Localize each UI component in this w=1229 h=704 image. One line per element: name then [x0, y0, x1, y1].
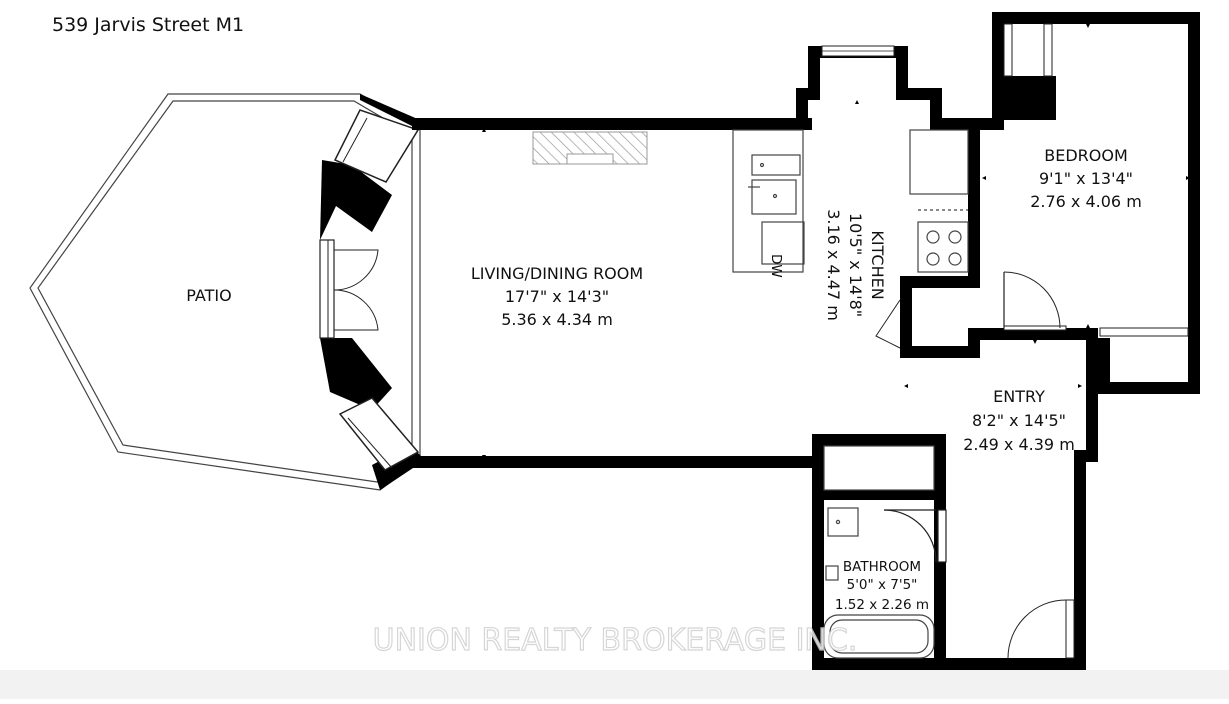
bedroom-imperial: 9'1" x 13'4" [1039, 169, 1133, 188]
address-title: 539 Jarvis Street M1 [52, 14, 245, 36]
bedroom-metric: 2.76 x 4.06 m [1030, 192, 1142, 211]
dishwasher-label: DW [768, 254, 784, 278]
kitchen-island [732, 129, 969, 273]
bathroom-label: BATHROOM [843, 559, 921, 575]
kitchen-bifold [875, 299, 901, 349]
room-labels: PATIO LIVING/DINING ROOM 17'7" x 14'3" 5… [186, 146, 1141, 613]
bathroom-imperial: 5'0" x 7'5" [847, 577, 918, 593]
watermark: UNION REALTY BROKERAGE INC. [373, 623, 858, 658]
kitchen-label: KITCHEN [868, 230, 887, 299]
kitchen-metric: 3.16 x 4.47 m [824, 209, 843, 321]
living-metric: 5.36 x 4.34 m [501, 310, 613, 329]
bedroom-window [1003, 23, 1053, 77]
entry-label: ENTRY [993, 387, 1045, 406]
bathroom-metric: 1.52 x 2.26 m [835, 597, 929, 613]
patio-label: PATIO [186, 286, 231, 305]
bathroom-fixtures [823, 445, 947, 659]
bay-wall [319, 94, 425, 490]
entry-door [1007, 599, 1075, 659]
entry-imperial: 8'2" x 14'5" [972, 411, 1066, 430]
exterior-walls [412, 12, 1200, 670]
kitchen-window [821, 45, 895, 57]
bottom-strip [0, 670, 1229, 699]
wall-markers [482, 24, 1190, 498]
living-imperial: 17'7" x 14'3" [505, 287, 609, 306]
bedroom-label: BEDROOM [1044, 146, 1128, 165]
living-label: LIVING/DINING ROOM [471, 264, 643, 283]
kitchen-imperial: 10'5" x 14'8" [846, 213, 865, 317]
entry-metric: 2.49 x 4.39 m [963, 435, 1075, 454]
bedroom-door [1003, 271, 1189, 337]
